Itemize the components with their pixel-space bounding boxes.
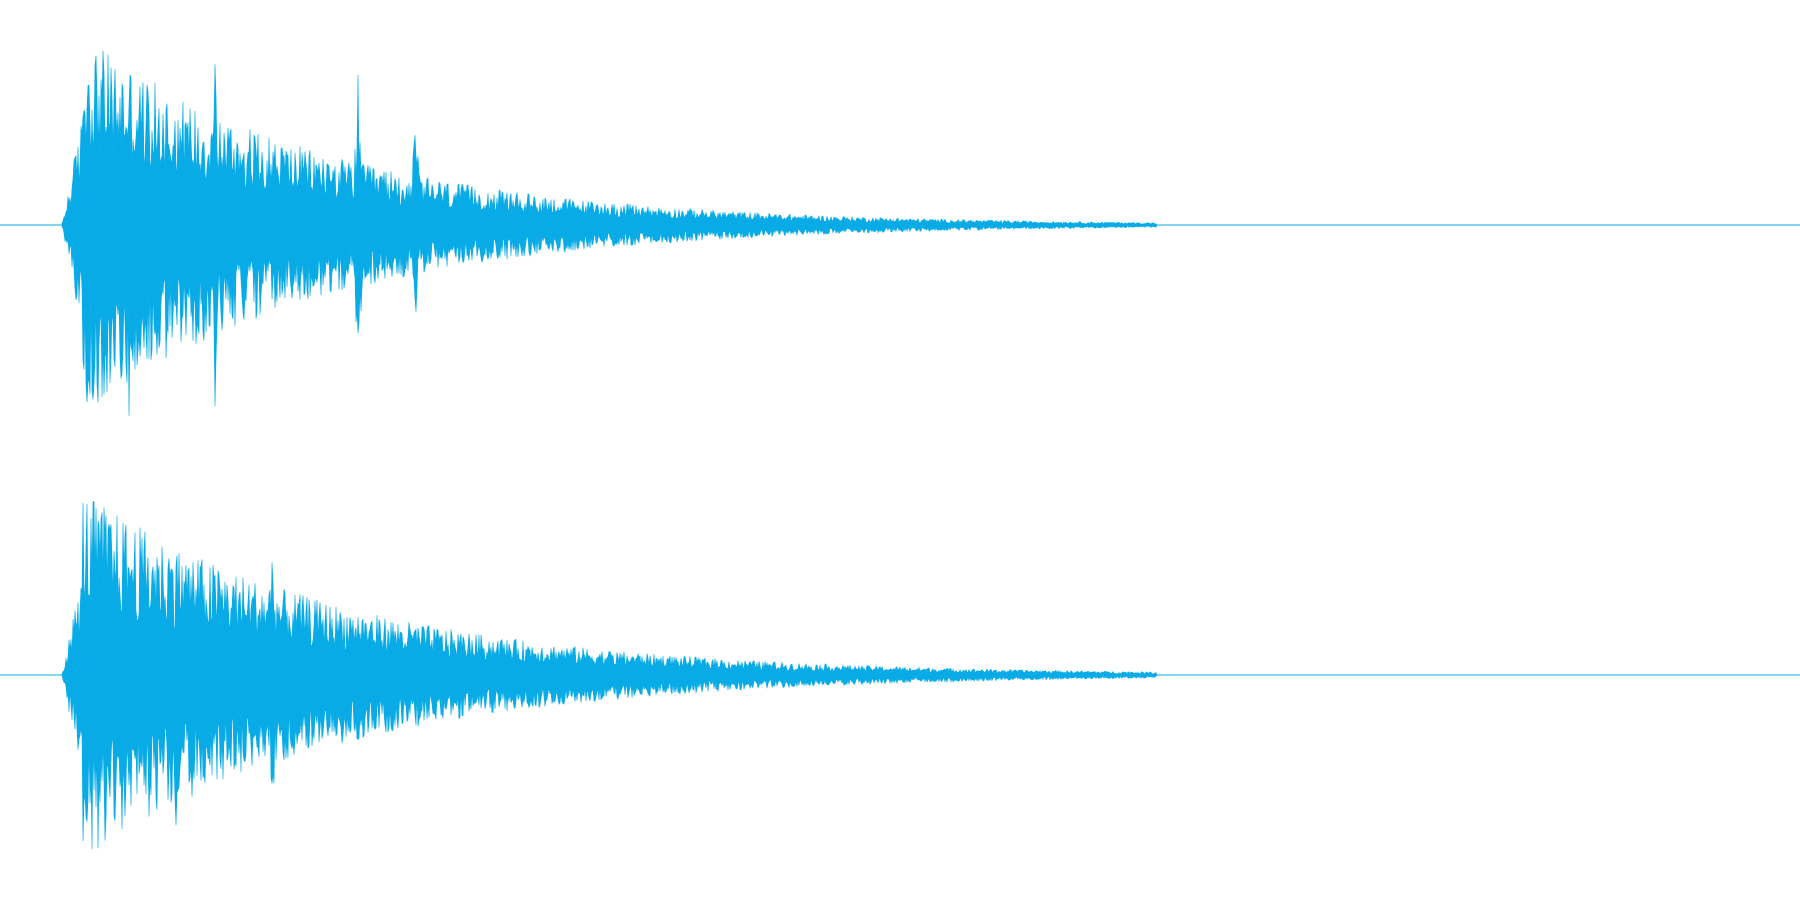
channel-waveform-shape	[61, 501, 1800, 850]
channel-right-waveform[interactable]	[0, 501, 1800, 850]
channel-waveform-shape	[61, 50, 1800, 416]
channel-left-waveform[interactable]	[0, 50, 1800, 416]
